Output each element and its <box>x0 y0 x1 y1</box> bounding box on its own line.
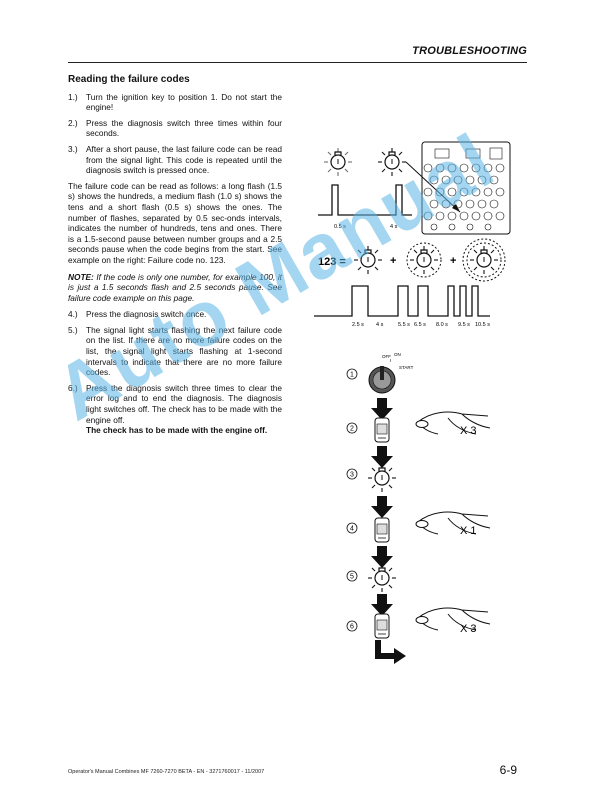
step-marker: 5 <box>350 574 354 581</box>
key-label-off: OFF <box>382 354 391 359</box>
step-text: Turn the ignition key to position 1. Do … <box>86 91 282 113</box>
step-text: Press the diagnosis switch three times t… <box>86 382 282 425</box>
diagnosis-switch-icon <box>374 613 390 639</box>
instructions-column: Reading the failure codes 1.) Turn the i… <box>68 74 282 441</box>
plus-sign-2: + <box>450 255 456 267</box>
step-text: After a short pause, the last failure co… <box>86 143 282 176</box>
lamp-long-flash-icon <box>353 245 383 275</box>
step-text: The signal light starts flashing the nex… <box>86 324 282 378</box>
failure-code-explanation: The failure code can be read as follows:… <box>68 180 282 265</box>
down-arrow-icon <box>371 594 393 616</box>
step-number: 1.) <box>68 91 78 102</box>
step-number: 2.) <box>68 117 78 128</box>
step-marker: 6 <box>350 624 354 631</box>
step-number: 5.) <box>68 324 78 335</box>
exit-arrow-icon <box>375 640 406 664</box>
key-label-on: ON <box>394 352 401 357</box>
step-marker: 3 <box>350 472 354 479</box>
ignition-key-icon <box>368 366 396 394</box>
lamp-medium-flash-icon <box>406 242 442 278</box>
down-arrow-icon <box>371 398 393 420</box>
finger-press-icon <box>415 607 491 631</box>
key-label-start: START <box>399 365 414 370</box>
page-title: TROUBLESHOOTING <box>412 45 527 57</box>
sequence-step-5: 5 <box>346 563 397 593</box>
finger-press-icon <box>415 411 491 435</box>
note-text: If the code is only one number, for exam… <box>68 271 282 303</box>
timing2-label-4: 8.0 s <box>436 322 448 328</box>
page-number: 6-9 <box>499 763 517 777</box>
down-arrow-icon <box>371 496 393 518</box>
timing2-label-2: 5.5 s <box>398 322 410 328</box>
footer-document-info: Operator's Manual Combines MF 7260-7270 … <box>68 769 265 775</box>
timing2-label-5: 9.5 s <box>458 322 470 328</box>
timing2-label-3: 6.5 s <box>414 322 426 328</box>
lamp-short-flash-icon <box>462 238 506 282</box>
step-number: 4.) <box>68 309 78 320</box>
diagnosis-switch-icon <box>374 517 390 543</box>
timing-diagram-1: 0.5 s 4 s <box>318 184 412 230</box>
timing1-label-1: 4 s <box>390 224 398 230</box>
sequence-step-3: 3 <box>346 463 397 493</box>
sequence-step-1: 1 OFF ON I START <box>346 352 414 394</box>
timing2-label-0: 2.5 s <box>352 322 364 328</box>
diagnosis-switch-icon <box>374 417 390 443</box>
timing2-label-1: 4 s <box>376 322 384 328</box>
step-4: 4.) Press the diagnosis switch once. <box>68 309 282 320</box>
lamp-flashing-icon <box>367 563 397 593</box>
timing-diagram-2: 2.5 s 4 s 5.5 s 6.5 s 8.0 s 9.5 s 10.5 s <box>314 285 490 328</box>
timing1-label-0: 0.5 s <box>334 224 346 230</box>
page-header: TROUBLESHOOTING <box>68 44 527 63</box>
code-example: 123 = + + <box>318 238 506 282</box>
plus-sign: + <box>390 255 396 267</box>
step-sequence: 1 OFF ON I START 2 X 3 3 <box>346 352 491 664</box>
step-5: 5.) The signal light starts flashing the… <box>68 325 282 378</box>
lamp-flashing-icon <box>367 463 397 493</box>
note-label: NOTE: <box>68 271 94 282</box>
code-label: 123 = <box>318 256 346 268</box>
step-marker: 4 <box>350 526 354 533</box>
note: NOTE: If the code is only one number, fo… <box>68 272 282 304</box>
step-marker: 1 <box>350 372 354 379</box>
press-count: X 1 <box>460 525 477 537</box>
step-number: 6.) <box>68 382 78 393</box>
engine-off-warning: The check has to be made with the engine… <box>86 425 268 436</box>
step-text-wrap: Press the diagnosis switch three times t… <box>86 383 282 436</box>
step-marker: 2 <box>350 426 354 433</box>
sequence-step-4: 4 X 1 <box>346 511 491 543</box>
control-panel-icon <box>405 141 511 235</box>
key-label-position1: I <box>390 358 391 363</box>
sequence-step-2: 2 X 3 <box>346 411 491 443</box>
press-count: X 3 <box>460 425 477 437</box>
step-6: 6.) Press the diagnosis switch three tim… <box>68 383 282 436</box>
lamp-on-icon <box>377 147 407 177</box>
step-text: Press the diagnosis switch once. <box>86 309 207 320</box>
step-3: 3.) After a short pause, the last failur… <box>68 144 282 176</box>
finger-press-icon <box>415 511 491 535</box>
step-text: Press the diagnosis switch three times w… <box>86 117 282 139</box>
sequence-step-6: 6 X 3 <box>346 607 491 639</box>
press-count: X 3 <box>460 623 477 635</box>
timing2-label-6: 10.5 s <box>475 322 490 328</box>
diagnosis-figure: 0.5 s 4 s 123 = + + 2.5 s 4 s 5.5 s 6.5 … <box>314 141 511 664</box>
step-2: 2.) Press the diagnosis switch three tim… <box>68 118 282 139</box>
lamp-off-icon <box>323 147 353 177</box>
step-1: 1.) Turn the ignition key to position 1.… <box>68 92 282 113</box>
section-title: Reading the failure codes <box>68 74 190 85</box>
step-number: 3.) <box>68 143 78 154</box>
